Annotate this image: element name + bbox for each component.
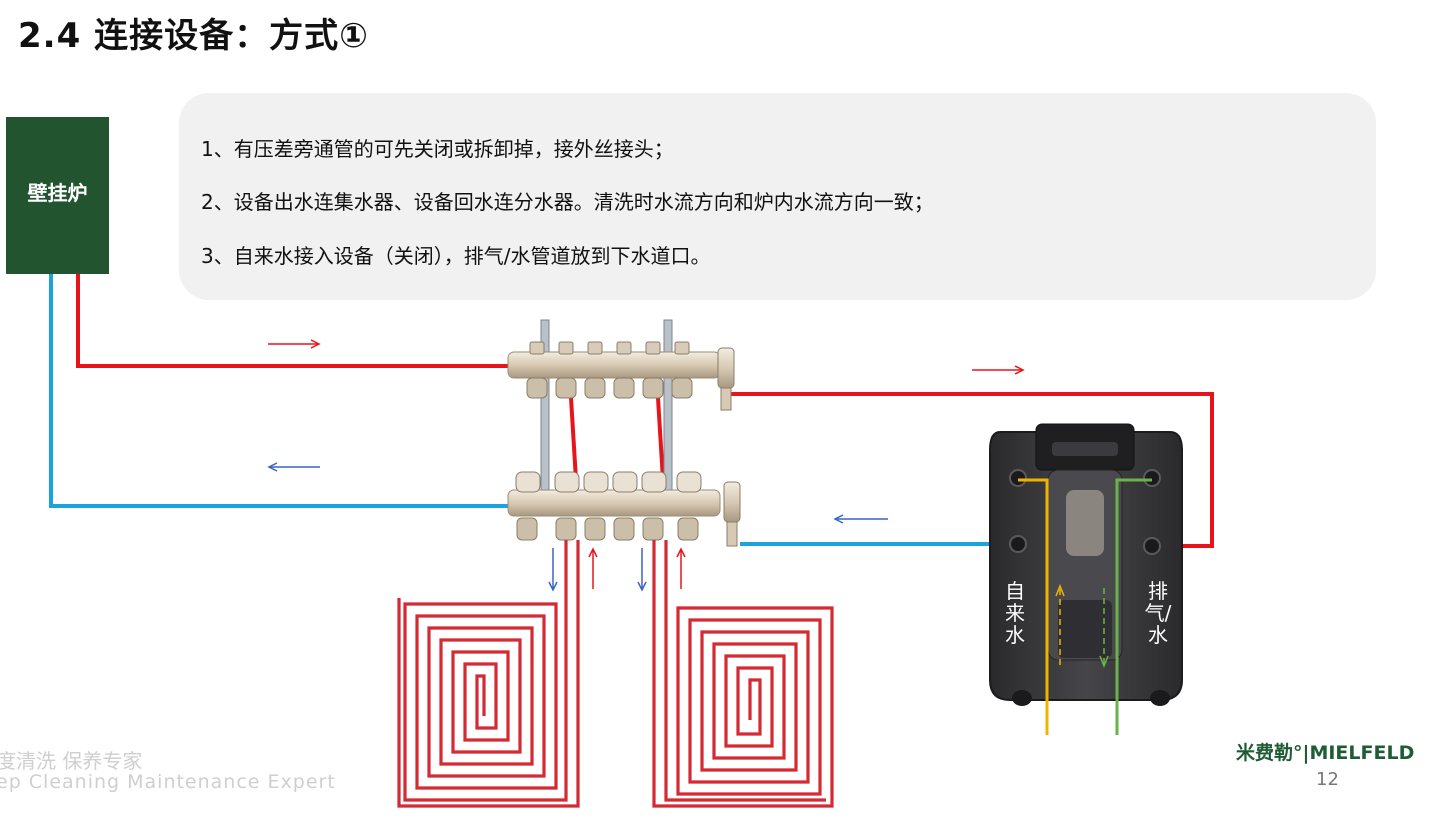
device-drain-label: 排气/水 xyxy=(1144,579,1172,647)
floor-loop-2 xyxy=(652,540,834,808)
flow-arrow-up-2 xyxy=(676,547,686,589)
supply-manifold xyxy=(507,319,735,501)
boiler-supply-pipe xyxy=(76,274,510,368)
page-title: 2.4 连接设备：方式① xyxy=(18,16,369,56)
cleaning-device xyxy=(989,423,1183,735)
floor-loop-1 xyxy=(397,540,580,808)
brand-logo-text: 米费勒°|MIELFELD xyxy=(1236,742,1415,764)
flow-arrow-down-1 xyxy=(548,548,558,592)
device-inlet-label: 自来水 xyxy=(1005,579,1025,647)
notes-panel: 1、有压差旁通管的可先关闭或拆卸掉，接外丝接头； 2、设备出水连集水器、设备回水… xyxy=(179,93,1376,300)
flow-arrow-left-2 xyxy=(833,514,888,524)
flow-arrow-down-2 xyxy=(637,548,647,592)
page-number: 12 xyxy=(1316,769,1339,790)
flow-arrow-up-1 xyxy=(588,547,598,589)
boiler-return-pipe xyxy=(49,274,510,508)
watermark-cn: 度清洗 保养专家 xyxy=(0,749,143,773)
flow-arrow-right-2 xyxy=(972,365,1025,375)
return-manifold xyxy=(507,471,741,547)
boiler-label: 壁挂炉 xyxy=(27,181,88,205)
flow-arrow-right-1 xyxy=(268,339,321,349)
boiler-box: 壁挂炉 xyxy=(6,117,109,274)
watermark-en: ep Cleaning Maintenance Expert xyxy=(0,771,336,793)
note-2: 2、设备出水连集水器、设备回水连分水器。清洗时水流方向和炉内水流方向一致； xyxy=(201,190,934,214)
note-3: 3、自来水接入设备（关闭），排气/水管道放到下水道口。 xyxy=(201,244,711,268)
note-1: 1、有压差旁通管的可先关闭或拆卸掉，接外丝接头； xyxy=(201,137,674,161)
flow-arrow-left-1 xyxy=(267,462,320,472)
